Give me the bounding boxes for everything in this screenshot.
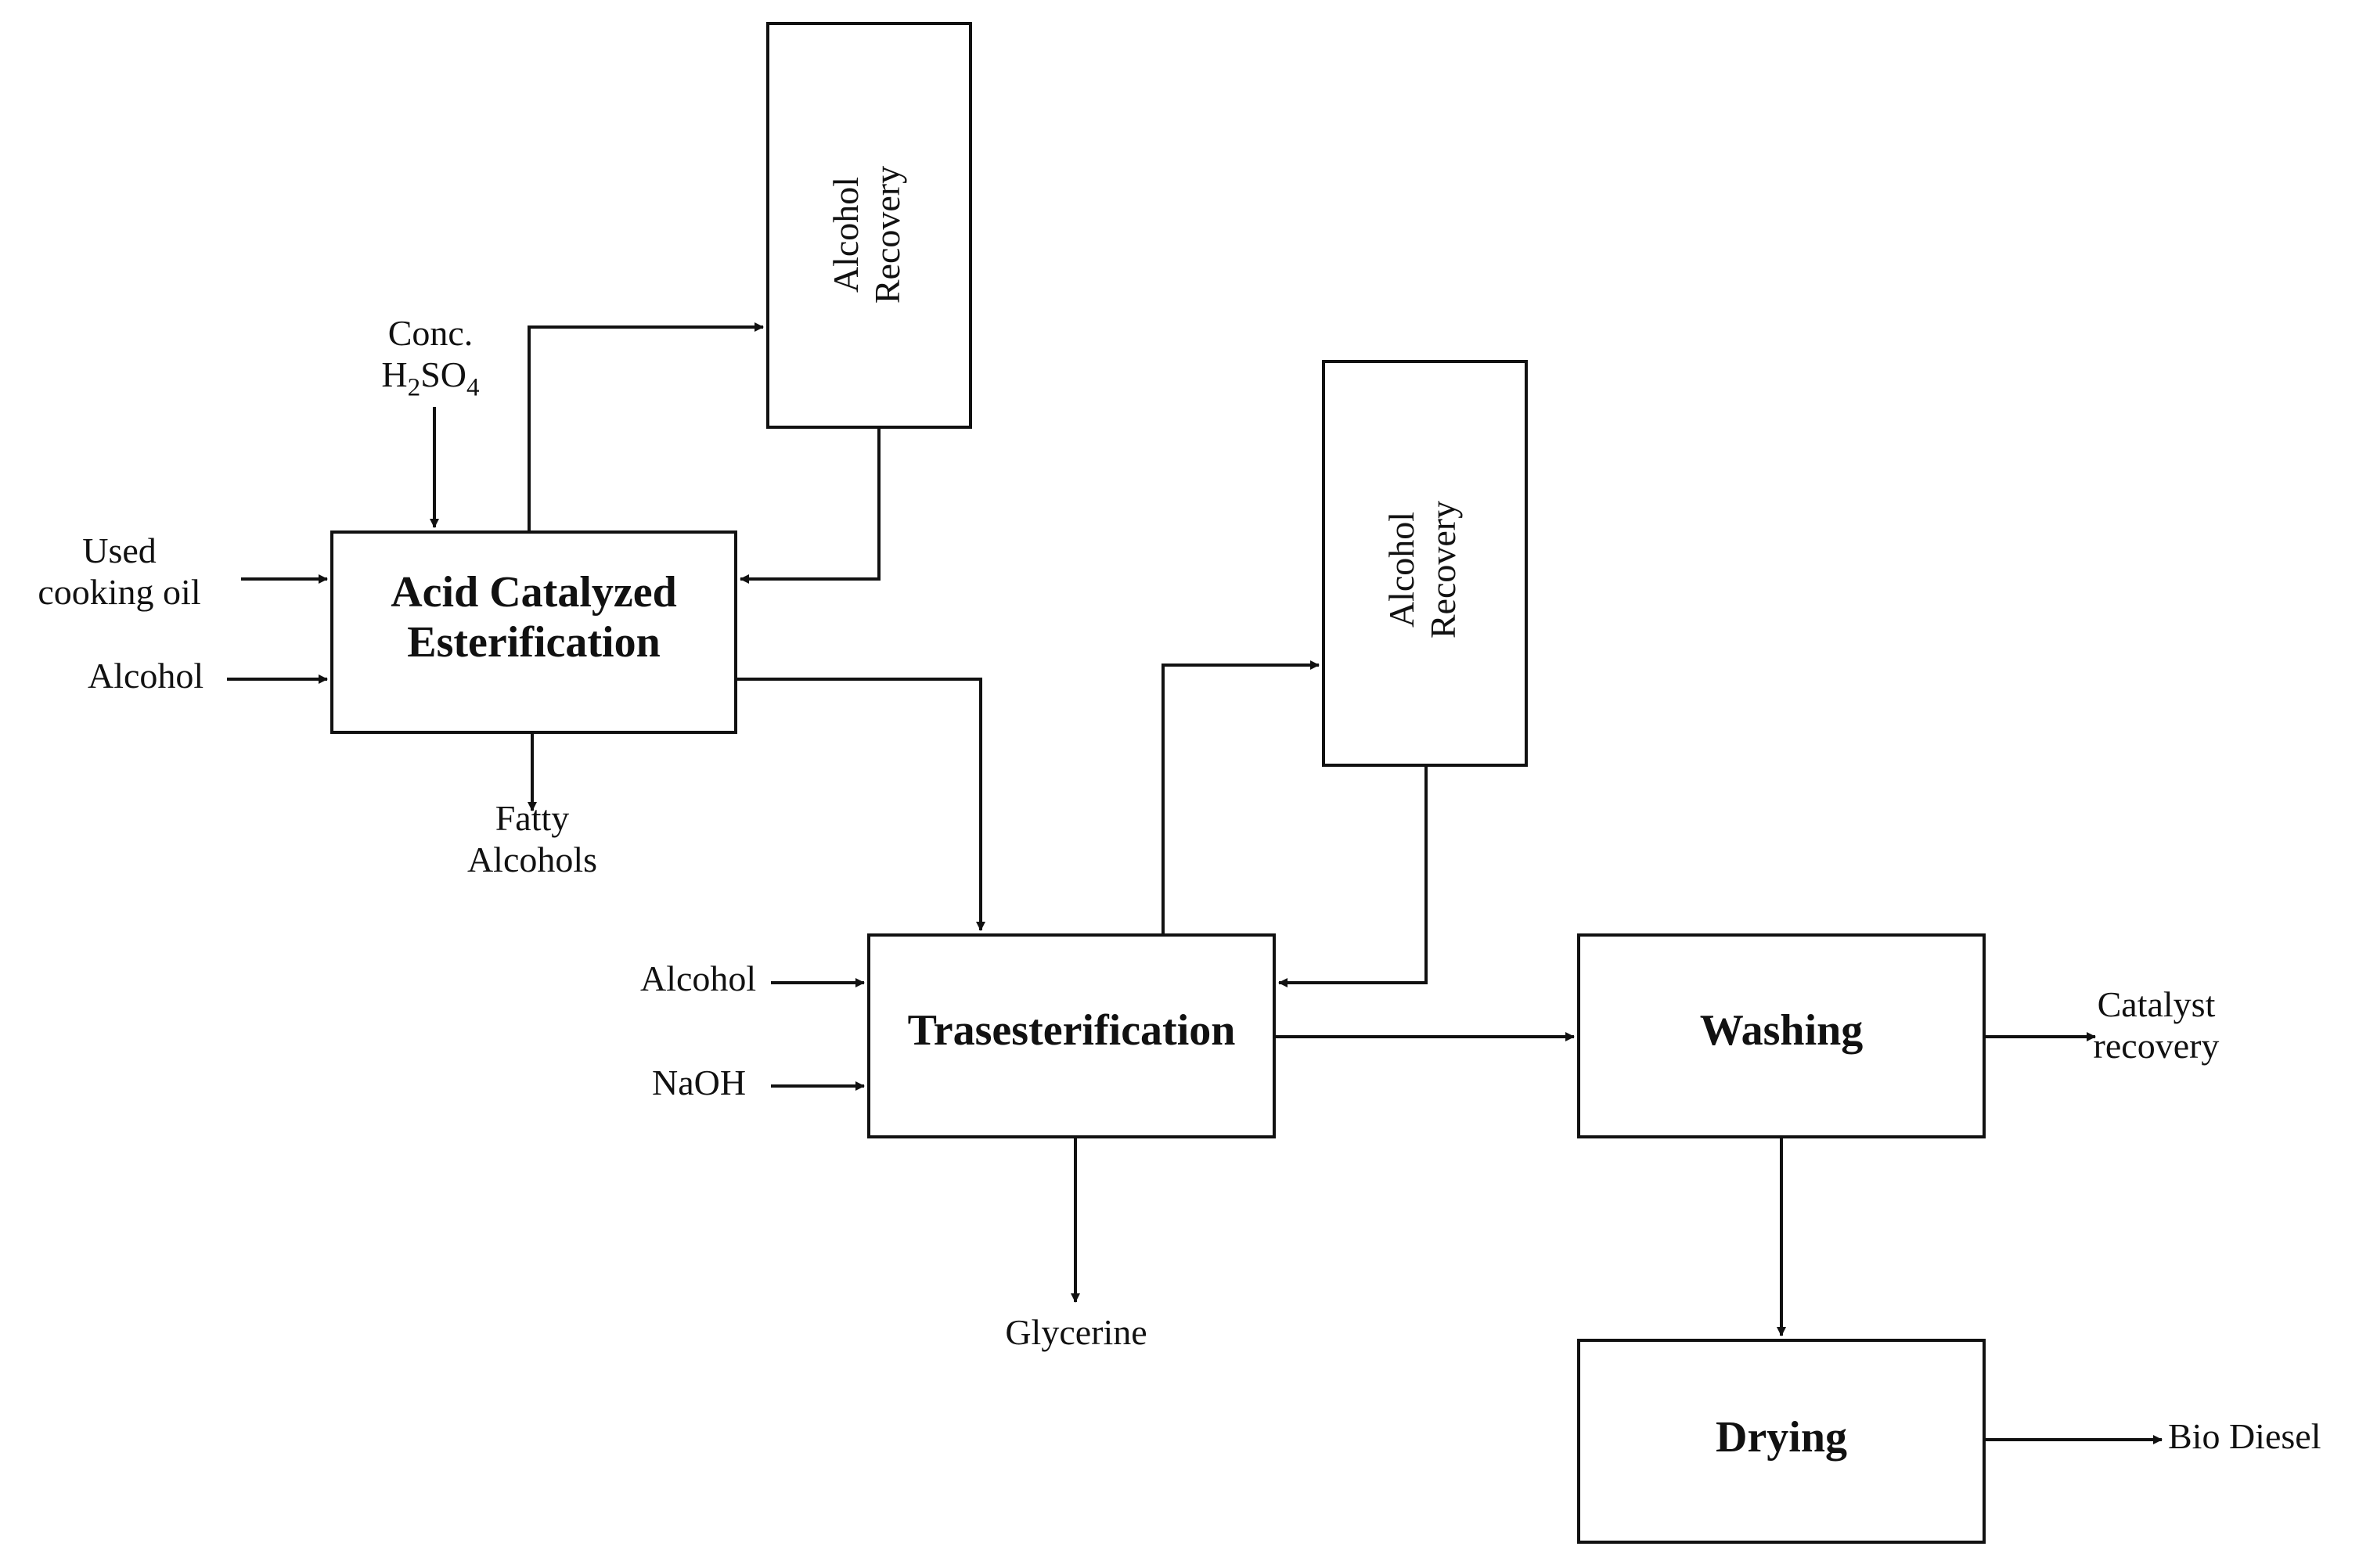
h2so4-formula: H2SO4 xyxy=(381,354,480,402)
esterification-box xyxy=(330,530,737,734)
washing-label: Washing xyxy=(1699,1006,1864,1055)
used-oil-label: Used cooking oil xyxy=(16,530,223,613)
alcohol-recovery-2-line1: Alcohol xyxy=(1381,511,1421,628)
glycerine-label: Glycerine xyxy=(1005,1312,1147,1352)
used-oil-line2: cooking oil xyxy=(38,571,201,612)
h2so4-line1: Conc. xyxy=(387,313,474,353)
alcohol-recovery-1-line1: Alcohol xyxy=(826,176,866,293)
alcohol-1-label: Alcohol xyxy=(88,656,204,696)
arrow-to-transesterification xyxy=(736,678,985,931)
fatty-alcohols-label: Fatty Alcohols xyxy=(438,798,626,881)
h2so4-label: Conc. H2SO4 xyxy=(352,313,509,402)
alcohol-recovery-2-line2: Recovery xyxy=(1422,500,1463,639)
fatty-line2: Alcohols xyxy=(466,839,598,879)
catalyst-recovery-label: Catalyst recovery xyxy=(2066,984,2246,1067)
transesterification-box xyxy=(867,933,1276,1138)
esterification-line2: Esterification xyxy=(407,618,661,667)
drying-label: Drying xyxy=(1716,1413,1847,1462)
fatty-line1: Fatty xyxy=(495,798,570,838)
arrow-from-recovery-1 xyxy=(740,427,881,584)
catalyst-line2: recovery xyxy=(2093,1025,2220,1066)
washing-box xyxy=(1577,933,1986,1138)
esterification-label: Acid Catalyzed Esterification xyxy=(332,567,736,668)
used-oil-line1: Used xyxy=(82,530,157,570)
alcohol-recovery-1-box xyxy=(766,22,972,429)
arrow-to-recovery-2 xyxy=(1161,660,1320,935)
arrow-to-recovery-1 xyxy=(528,322,764,532)
biodiesel-label: Bio Diesel xyxy=(2168,1416,2321,1456)
transesterification-label: Trasesterification xyxy=(907,1006,1236,1055)
alcohol-recovery-2-label: Alcohol Recovery xyxy=(1381,374,1468,765)
alcohol-recovery-1-line2: Recovery xyxy=(866,165,907,304)
naoh-label: NaOH xyxy=(652,1063,747,1102)
catalyst-line1: Catalyst xyxy=(2097,984,2216,1024)
alcohol-recovery-2-box xyxy=(1322,360,1528,767)
alcohol-2-label: Alcohol xyxy=(640,958,757,998)
alcohol-recovery-1-label: Alcohol Recovery xyxy=(826,39,912,430)
arrow-from-recovery-2 xyxy=(1278,765,1428,987)
esterification-line1: Acid Catalyzed xyxy=(391,568,677,617)
drying-box xyxy=(1577,1339,1986,1544)
